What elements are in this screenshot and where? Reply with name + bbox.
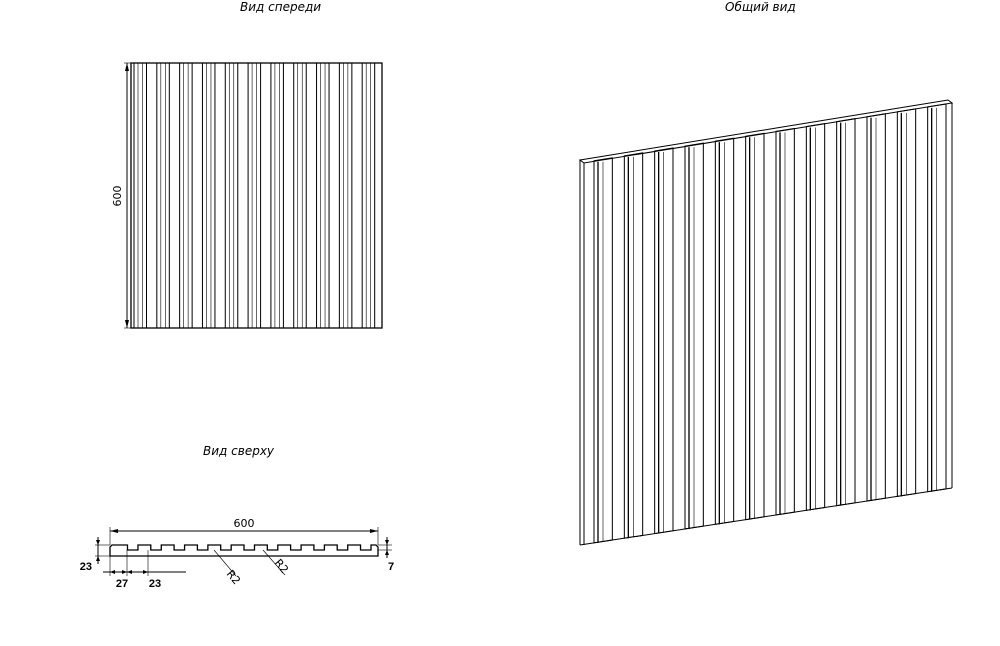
iso-slat (745, 132, 765, 521)
front-height-label: 600 (111, 186, 124, 207)
front-dim-arrow-top (125, 63, 129, 71)
slat-width-label: 27 (116, 578, 128, 590)
groove-arrow-left (127, 570, 132, 574)
iso-slat (654, 147, 674, 535)
top-view: 600 23 27 23 7 R2 R2 (80, 517, 394, 590)
groove-arrow-right (143, 570, 148, 574)
general-view (578, 99, 954, 546)
top-dim-arrow-left (110, 529, 118, 533)
top-dim-arrow-right (370, 529, 378, 533)
thickness-arrow-top (96, 540, 100, 545)
iso-slat (927, 103, 947, 493)
front-view: 600 (111, 62, 383, 329)
iso-slat (836, 118, 856, 507)
slat-arrow-left (110, 570, 115, 574)
iso-slat (593, 157, 613, 544)
groove-depth-label: 7 (388, 561, 394, 573)
thickness-label: 23 (80, 561, 92, 573)
thickness-arrow-bottom (96, 556, 100, 561)
general-view-title: Общий вид (725, 0, 796, 14)
slat-arrow-right (122, 570, 127, 574)
top-profile-outline (109, 544, 379, 557)
depth-arrow-top (385, 540, 389, 545)
iso-slat (866, 113, 886, 502)
iso-slat (684, 142, 704, 530)
iso-slats (593, 103, 947, 544)
radius-label-2: R2 (272, 557, 291, 577)
iso-slat (805, 122, 826, 511)
radius-label-1: R2 (224, 568, 243, 588)
iso-slat (623, 152, 644, 539)
groove-width-label: 23 (149, 578, 161, 590)
front-grooves (133, 63, 376, 328)
top-width-label: 600 (234, 517, 255, 530)
front-dim-arrow-bottom (125, 320, 129, 328)
top-view-title: Вид сверху (203, 444, 275, 458)
radius-leader-1 (213, 549, 237, 577)
iso-slat (775, 127, 795, 516)
iso-slat (714, 137, 735, 525)
front-view-title: Вид спереди (240, 0, 322, 14)
iso-slat (896, 108, 917, 497)
radius-leader-2 (262, 549, 286, 576)
depth-arrow-bottom (385, 550, 389, 555)
